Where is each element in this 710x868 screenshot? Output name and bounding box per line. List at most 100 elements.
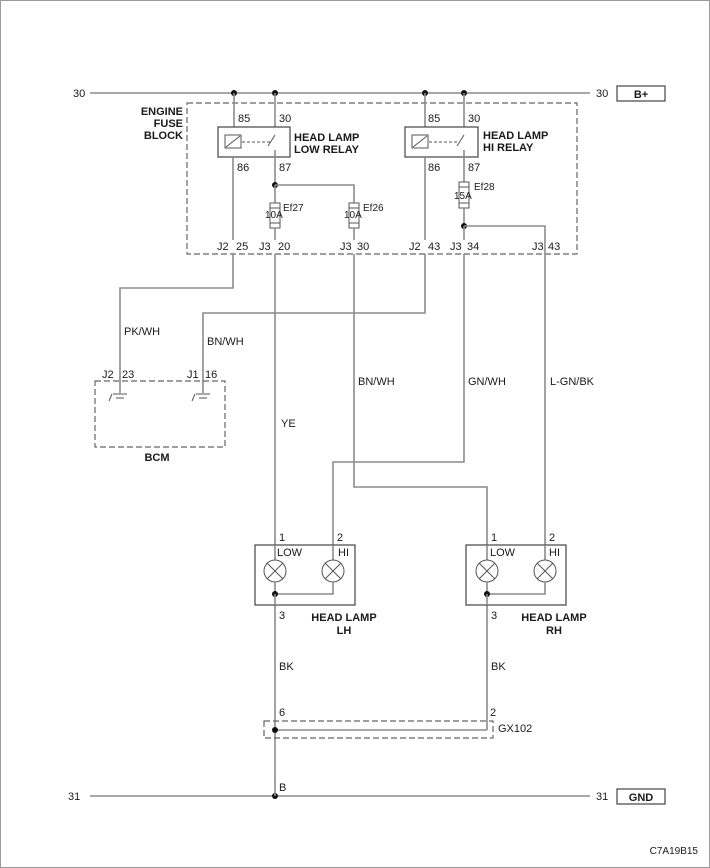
low-relay-name-2: LOW RELAY <box>294 144 360 156</box>
lamp-rh-low-label: LOW <box>490 547 516 559</box>
lamp-lh-pin-3: 3 <box>279 610 285 622</box>
hi-relay-name-2: HI RELAY <box>483 142 534 154</box>
fuse-ef26: Ef26 10A <box>344 202 384 229</box>
conn-j3-34-pin: 34 <box>467 241 479 253</box>
lamp-lh-low-label: LOW <box>277 547 303 559</box>
bus-31-left-label: 31 <box>68 791 80 803</box>
fuse-ef26-rating: 10A <box>344 210 362 221</box>
lamp-lh-name-2: LH <box>337 625 352 637</box>
splice-pin-left: 6 <box>279 707 285 719</box>
lamp-rh-name-1: HEAD LAMP <box>521 612 586 624</box>
fuse-ef27: Ef27 10A <box>265 185 304 229</box>
bus-30-left-label: 30 <box>73 88 85 100</box>
hi-relay-coil <box>411 134 429 149</box>
fuse-ef26-name: Ef26 <box>363 203 384 214</box>
fuse-ef28-rating: 15A <box>454 191 472 202</box>
conn-j2-25-id: J2 <box>217 241 229 253</box>
conn-j2-43-pin: 43 <box>428 241 440 253</box>
wire-gn-wh <box>332 254 465 545</box>
lamp-rh-pin-3: 3 <box>491 610 497 622</box>
conn-j2-25-pin: 25 <box>236 241 248 253</box>
wire-bn-wh <box>353 254 488 545</box>
fuse-block-title-2: FUSE <box>154 118 183 130</box>
wire-bk-lh-label: BK <box>279 661 294 673</box>
bus-31-right-label: 31 <box>596 791 608 803</box>
head-lamp-lh: 1 2 LOW HI 3 HEAD LAMP LH <box>254 532 377 637</box>
wire-bn-wh-label: BN/WH <box>358 376 395 388</box>
splice-outline <box>263 720 494 739</box>
low-relay-pin-86: 86 <box>237 162 249 174</box>
bus-30: 30 30 B+ <box>73 85 666 102</box>
lamp-rh-name-2: RH <box>546 625 562 637</box>
hi-relay-pin-87: 87 <box>468 162 480 174</box>
fuse-ef28-name: Ef28 <box>474 182 495 193</box>
fuse-ef27-rating: 10A <box>265 210 283 221</box>
conn-j3-34-id: J3 <box>450 241 462 253</box>
hi-relay-name-1: HEAD LAMP <box>483 130 548 142</box>
conn-j2-43-id: J2 <box>409 241 421 253</box>
bcm-module: J2 23 J1 16 BCM <box>94 369 226 464</box>
conn-j3-30-pin: 30 <box>357 241 369 253</box>
low-relay: 85 30 86 87 HEAD LAMP LOW RELAY <box>217 90 360 185</box>
figure-code: C7A19B15 <box>650 846 699 857</box>
lamp-rh-pin-2: 2 <box>549 532 555 544</box>
bus-31: 31 31 GND B <box>68 782 666 805</box>
wire-bk-rh-label: BK <box>491 661 506 673</box>
hi-relay: 85 30 86 87 HEAD LAMP HI RELAY <box>404 90 548 182</box>
low-relay-pin-30: 30 <box>279 113 291 125</box>
lamp-rh-hi-label: HI <box>549 547 560 559</box>
fuse-block-title-1: ENGINE <box>141 106 183 118</box>
hi-relay-pin-86: 86 <box>428 162 440 174</box>
head-lamp-rh: 1 2 LOW HI 3 HEAD LAMP RH <box>465 532 587 637</box>
splice-name: GX102 <box>498 723 532 735</box>
lamp-lh-pin-1: 1 <box>279 532 285 544</box>
wire-pk-wh <box>119 254 234 393</box>
lamp-lh-pin-2: 2 <box>337 532 343 544</box>
fuse-ef28: Ef28 15A <box>454 181 546 240</box>
ground-node-label: B <box>279 782 286 794</box>
bcm-ground-symbol-1 <box>108 393 127 402</box>
splice-gx102: 6 2 GX102 <box>263 707 532 739</box>
low-relay-name-1: HEAD LAMP <box>294 132 359 144</box>
conn-j3-20-pin: 20 <box>278 241 290 253</box>
bcm-title: BCM <box>144 452 169 464</box>
fuse-ef27-name: Ef27 <box>283 203 304 214</box>
conn-j3-43-pin: 43 <box>548 241 560 253</box>
wire-gn-wh-label: GN/WH <box>468 376 506 388</box>
low-relay-coil <box>224 134 242 149</box>
conn-j3-20-id: J3 <box>259 241 271 253</box>
fuse-block-connectors: J2 25 J3 20 J3 30 J2 43 J3 34 J3 43 <box>217 241 560 253</box>
bus-30-right-label: 30 <box>596 88 608 100</box>
bcm-pin-1-conn: J2 <box>102 369 114 381</box>
bplus-tag: B+ <box>634 89 648 101</box>
wire-pk-wh-label: PK/WH <box>124 326 160 338</box>
conn-j3-30-id: J3 <box>340 241 352 253</box>
engine-fuse-block: ENGINE FUSE BLOCK 85 30 86 87 HEAD LAMP … <box>141 90 578 255</box>
gnd-tag: GND <box>629 792 654 804</box>
wire-bn-wh-bcm-label: BN/WH <box>207 336 244 348</box>
hi-relay-pin-30: 30 <box>468 113 480 125</box>
low-relay-pin-87: 87 <box>279 162 291 174</box>
bcm-ground-symbol-2 <box>191 393 210 402</box>
lamp-rh-pin-1: 1 <box>491 532 497 544</box>
wire-bn-wh-bcm <box>202 254 426 393</box>
wire-l-gn-bk-label: L-GN/BK <box>550 376 595 388</box>
fuse-block-title-3: BLOCK <box>144 130 183 142</box>
bplus-tag-box <box>616 85 666 102</box>
hi-relay-pin-85: 85 <box>428 113 440 125</box>
wire-harness: PK/WH BN/WH YE BN/WH GN/WH L-GN/BK BK BK <box>119 240 595 796</box>
conn-j3-43-id: J3 <box>532 241 544 253</box>
wire-ye-label: YE <box>281 418 296 430</box>
lamp-lh-name-1: HEAD LAMP <box>311 612 376 624</box>
gnd-tag-box <box>616 788 666 805</box>
bcm-outline <box>94 380 226 448</box>
bcm-pin-2-conn: J1 <box>187 369 199 381</box>
bcm-pin-1-num: 23 <box>122 369 134 381</box>
low-relay-pin-85: 85 <box>238 113 250 125</box>
lamp-lh-hi-label: HI <box>338 547 349 559</box>
bcm-pin-2-num: 16 <box>205 369 217 381</box>
fuse-block-outline <box>186 102 578 255</box>
splice-pin-right: 2 <box>490 707 496 719</box>
